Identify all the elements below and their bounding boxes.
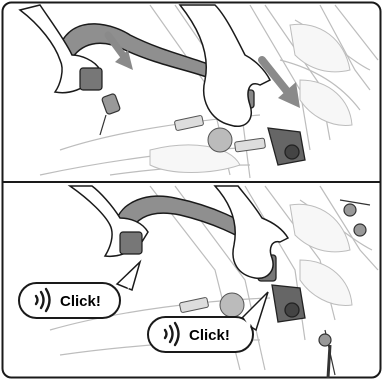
left-buckle-top [80, 68, 102, 90]
callout-text: Click! [189, 327, 230, 344]
left-buckle-bottom [120, 232, 142, 254]
callout-text: Click! [60, 293, 101, 310]
